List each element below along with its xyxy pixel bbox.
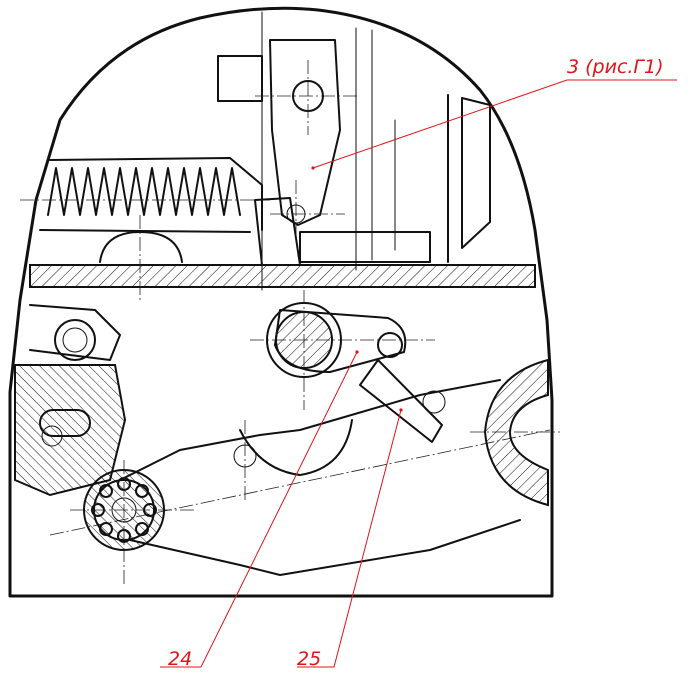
slider-block	[254, 197, 431, 266]
callout-label-3: 3 (рис.Г1)	[567, 56, 664, 78]
spring	[47, 167, 241, 216]
hatched-bar	[29, 264, 536, 288]
callout-label-24: 24	[168, 648, 193, 670]
top-block	[217, 55, 263, 102]
upper-boss	[99, 231, 183, 263]
angle-plate	[447, 94, 491, 263]
leader-lines	[160, 79, 677, 668]
vertical-guides	[261, 11, 396, 291]
lever-3	[269, 39, 341, 226]
housing-outline	[8, 6, 554, 598]
right-wheel	[483, 358, 549, 507]
lever-25	[359, 359, 443, 443]
callout-label-25: 25	[297, 648, 322, 670]
lower-frame	[119, 379, 521, 576]
bearing-balls	[91, 477, 157, 543]
